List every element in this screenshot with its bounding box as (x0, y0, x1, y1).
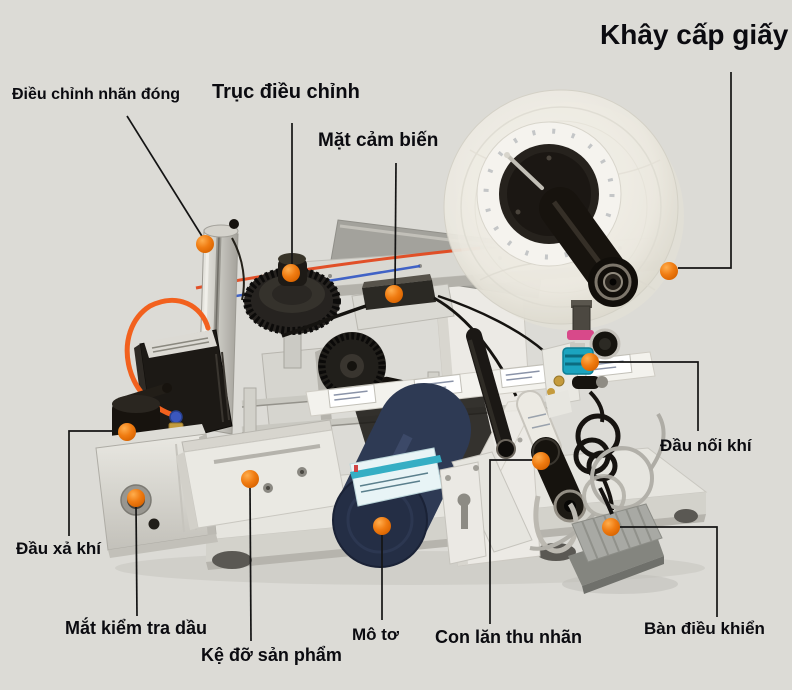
part-label-mo-to: Mô tơ (352, 625, 400, 644)
marker-dot-mo-to (373, 517, 391, 535)
marker-dot-noi-khi (581, 353, 599, 371)
connector-noi-khi (598, 361, 699, 431)
marker-dot-dieu-chinh (196, 235, 214, 253)
part-label-dieu-chinh-nhan-dong: Điều chỉnh nhãn đóng (12, 86, 180, 103)
adjustment-knob (243, 253, 341, 435)
main-motor (332, 383, 471, 568)
marker-dot-khay (660, 262, 678, 280)
connector-ke-do (249, 486, 252, 642)
connector-xa-khi (68, 430, 120, 536)
marker-dot-con-lan (532, 452, 550, 470)
part-label-truc-dieu-chinh: Trục điều chỉnh (212, 81, 360, 103)
air-regulator (541, 300, 621, 418)
part-label-mat-cam-bien: Mặt cảm biến (318, 130, 439, 151)
connector-lines (68, 72, 732, 642)
marker-dot-kiem-tra-dau (127, 489, 145, 507)
connector-dieu-chinh (126, 115, 206, 242)
marker-dots (118, 235, 678, 536)
connector-ban-dk (619, 526, 718, 617)
rewind-assembly (439, 328, 587, 565)
part-label-khay-cap-giay: Khây cấp giấy (600, 19, 789, 50)
part-label-mat-kiem-tra-dau: Mắt kiểm tra dầu (65, 618, 208, 638)
tension-guide (533, 495, 579, 554)
marker-dot-truc (282, 264, 300, 282)
label-sensor (281, 274, 546, 397)
paper-roll (443, 89, 684, 330)
part-label-dau-xa-khi: Đầu xả khí (16, 539, 102, 558)
spindle-pin (506, 154, 544, 190)
marker-dot-ban-dk (602, 518, 620, 536)
connector-khay (678, 72, 732, 269)
cables (529, 390, 666, 551)
part-label-dau-noi-khi: Đầu nối khí (660, 436, 752, 455)
product-tray (176, 419, 347, 530)
part-label-ban-dieu-khien: Bàn điều khiển (644, 619, 765, 638)
marker-dot-cam-bien (385, 285, 403, 303)
marker-dot-ke-do (241, 470, 259, 488)
part-label-con-lan-thu-nhan: Con lăn thu nhãn (435, 627, 582, 647)
connector-kiem-tra-dau (135, 504, 138, 617)
marker-dot-xa-khi (118, 423, 136, 441)
part-label-ke-do-san-pham: Kệ đỡ sản phẩm (201, 645, 342, 665)
connector-cam-bien (394, 162, 397, 291)
guide-roller (466, 328, 514, 456)
connector-con-lan (489, 459, 533, 624)
